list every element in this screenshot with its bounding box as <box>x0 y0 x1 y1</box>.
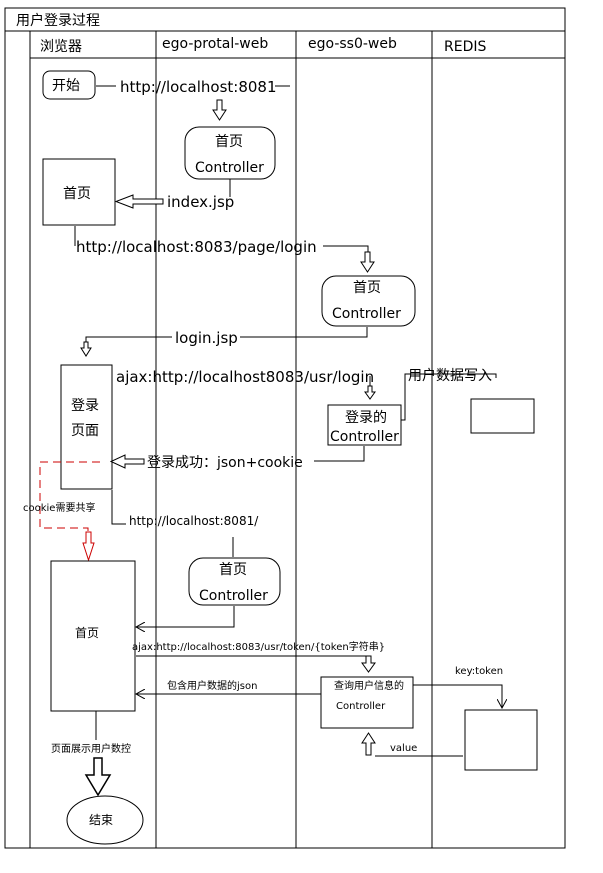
value-label: value <box>390 743 417 754</box>
login-page-line2: 页面 <box>71 423 99 439</box>
ajax-token-label: ajax:http://localhost:8083/usr/token/{to… <box>132 640 385 653</box>
lane-portal-web: ego-protal-web <box>162 36 268 52</box>
lane-redis: REDIS <box>444 39 486 55</box>
ajax-login-label: ajax:http://localhost8083/usr/login <box>116 368 374 386</box>
hollow-arrow-down-sso-1 <box>360 251 375 273</box>
portal-ctrl-1-line1: 首页 <box>215 134 243 150</box>
portal-ctrl-1-line2: Controller <box>195 160 264 176</box>
redis-store-1 <box>470 398 535 434</box>
red-arrow-down-cookie <box>82 531 95 562</box>
portal-ctrl-2-line2: Controller <box>199 588 268 604</box>
edge-portal-ctrl-2-to-home2 <box>136 606 235 627</box>
edge-login-page-to-portal <box>111 490 126 525</box>
edge-login-ctrl-to-success <box>314 446 365 462</box>
redis-store-2 <box>464 709 538 771</box>
hollow-arrow-down-login-ctrl <box>364 385 376 400</box>
login-success-label: 登录成功：json+cookie <box>147 455 303 471</box>
hollow-arrow-down-portal-1 <box>212 99 227 121</box>
login-ctrl-line1: 登录的 <box>345 410 387 426</box>
hollow-arrow-down-login <box>80 341 92 357</box>
login-page-line1: 登录 <box>71 398 99 414</box>
lane-sso-web: ego-ss0-web <box>308 36 397 52</box>
end-node: 结束 <box>66 795 144 845</box>
hollow-arrow-left-success <box>109 454 145 469</box>
show-user-label: 页面展示用户数控 <box>51 742 131 755</box>
query-ctrl-line1: 查询用户信息的 <box>334 679 404 692</box>
home-page-1: 首页 <box>42 158 116 226</box>
url-8081-label: http://localhost:8081 <box>120 78 277 96</box>
edge-write-to-redis <box>401 373 497 421</box>
url-8081-slash-label: http://localhost:8081/ <box>129 514 259 528</box>
edge-page-login-to-sso <box>323 245 369 252</box>
swimlane-frame <box>4 7 566 849</box>
edge-key-token-to-redis <box>413 684 502 708</box>
json-user-label: 包含用户数据的json <box>167 679 257 692</box>
end-label: 结束 <box>89 813 113 827</box>
index-jsp-label: index.jsp <box>167 193 234 211</box>
home-page-2: 首页 <box>50 560 136 712</box>
portal-ctrl-2-line1: 首页 <box>219 562 247 578</box>
sso-home-controller: 首页 Controller <box>321 275 416 327</box>
edge-login-jsp-to-login-page <box>85 336 172 350</box>
hollow-arrow-left-index <box>114 194 164 209</box>
lane-browser: 浏览器 <box>40 39 82 55</box>
hollow-arrow-down-end <box>84 757 112 797</box>
write-user-label: 用户数据写入 <box>408 367 492 384</box>
login-controller: 登录的 Controller <box>327 404 402 446</box>
hollow-arrow-up-value <box>361 732 376 756</box>
start-node: 开始 <box>42 70 96 100</box>
cookie-share-dashed-path <box>39 461 100 535</box>
key-token-label: key:token <box>455 666 503 677</box>
sso-ctrl-1-line1: 首页 <box>353 280 381 296</box>
query-user-controller: 查询用户信息的 Controller <box>320 676 414 729</box>
login-page-node: 登录 页面 <box>60 364 113 490</box>
cookie-share-label: cookie需要共享 <box>23 501 95 514</box>
portal-home-controller-2: 首页 Controller <box>188 557 281 606</box>
url-page-login-label: http://localhost:8083/page/login <box>76 238 317 256</box>
hollow-arrow-down-query <box>361 655 376 673</box>
portal-home-controller-1: 首页 Controller <box>184 126 276 180</box>
query-ctrl-line2: Controller <box>336 701 386 712</box>
login-ctrl-line2: Controller <box>330 429 399 445</box>
start-label: 开始 <box>52 78 80 94</box>
login-jsp-label: login.jsp <box>175 329 238 347</box>
edge-sso-ctrl-to-login-jsp <box>240 327 368 338</box>
diagram-title: 用户登录过程 <box>16 12 100 29</box>
home-2-label: 首页 <box>75 626 99 640</box>
sso-ctrl-1-line2: Controller <box>332 306 401 322</box>
home-1-label: 首页 <box>63 186 91 202</box>
